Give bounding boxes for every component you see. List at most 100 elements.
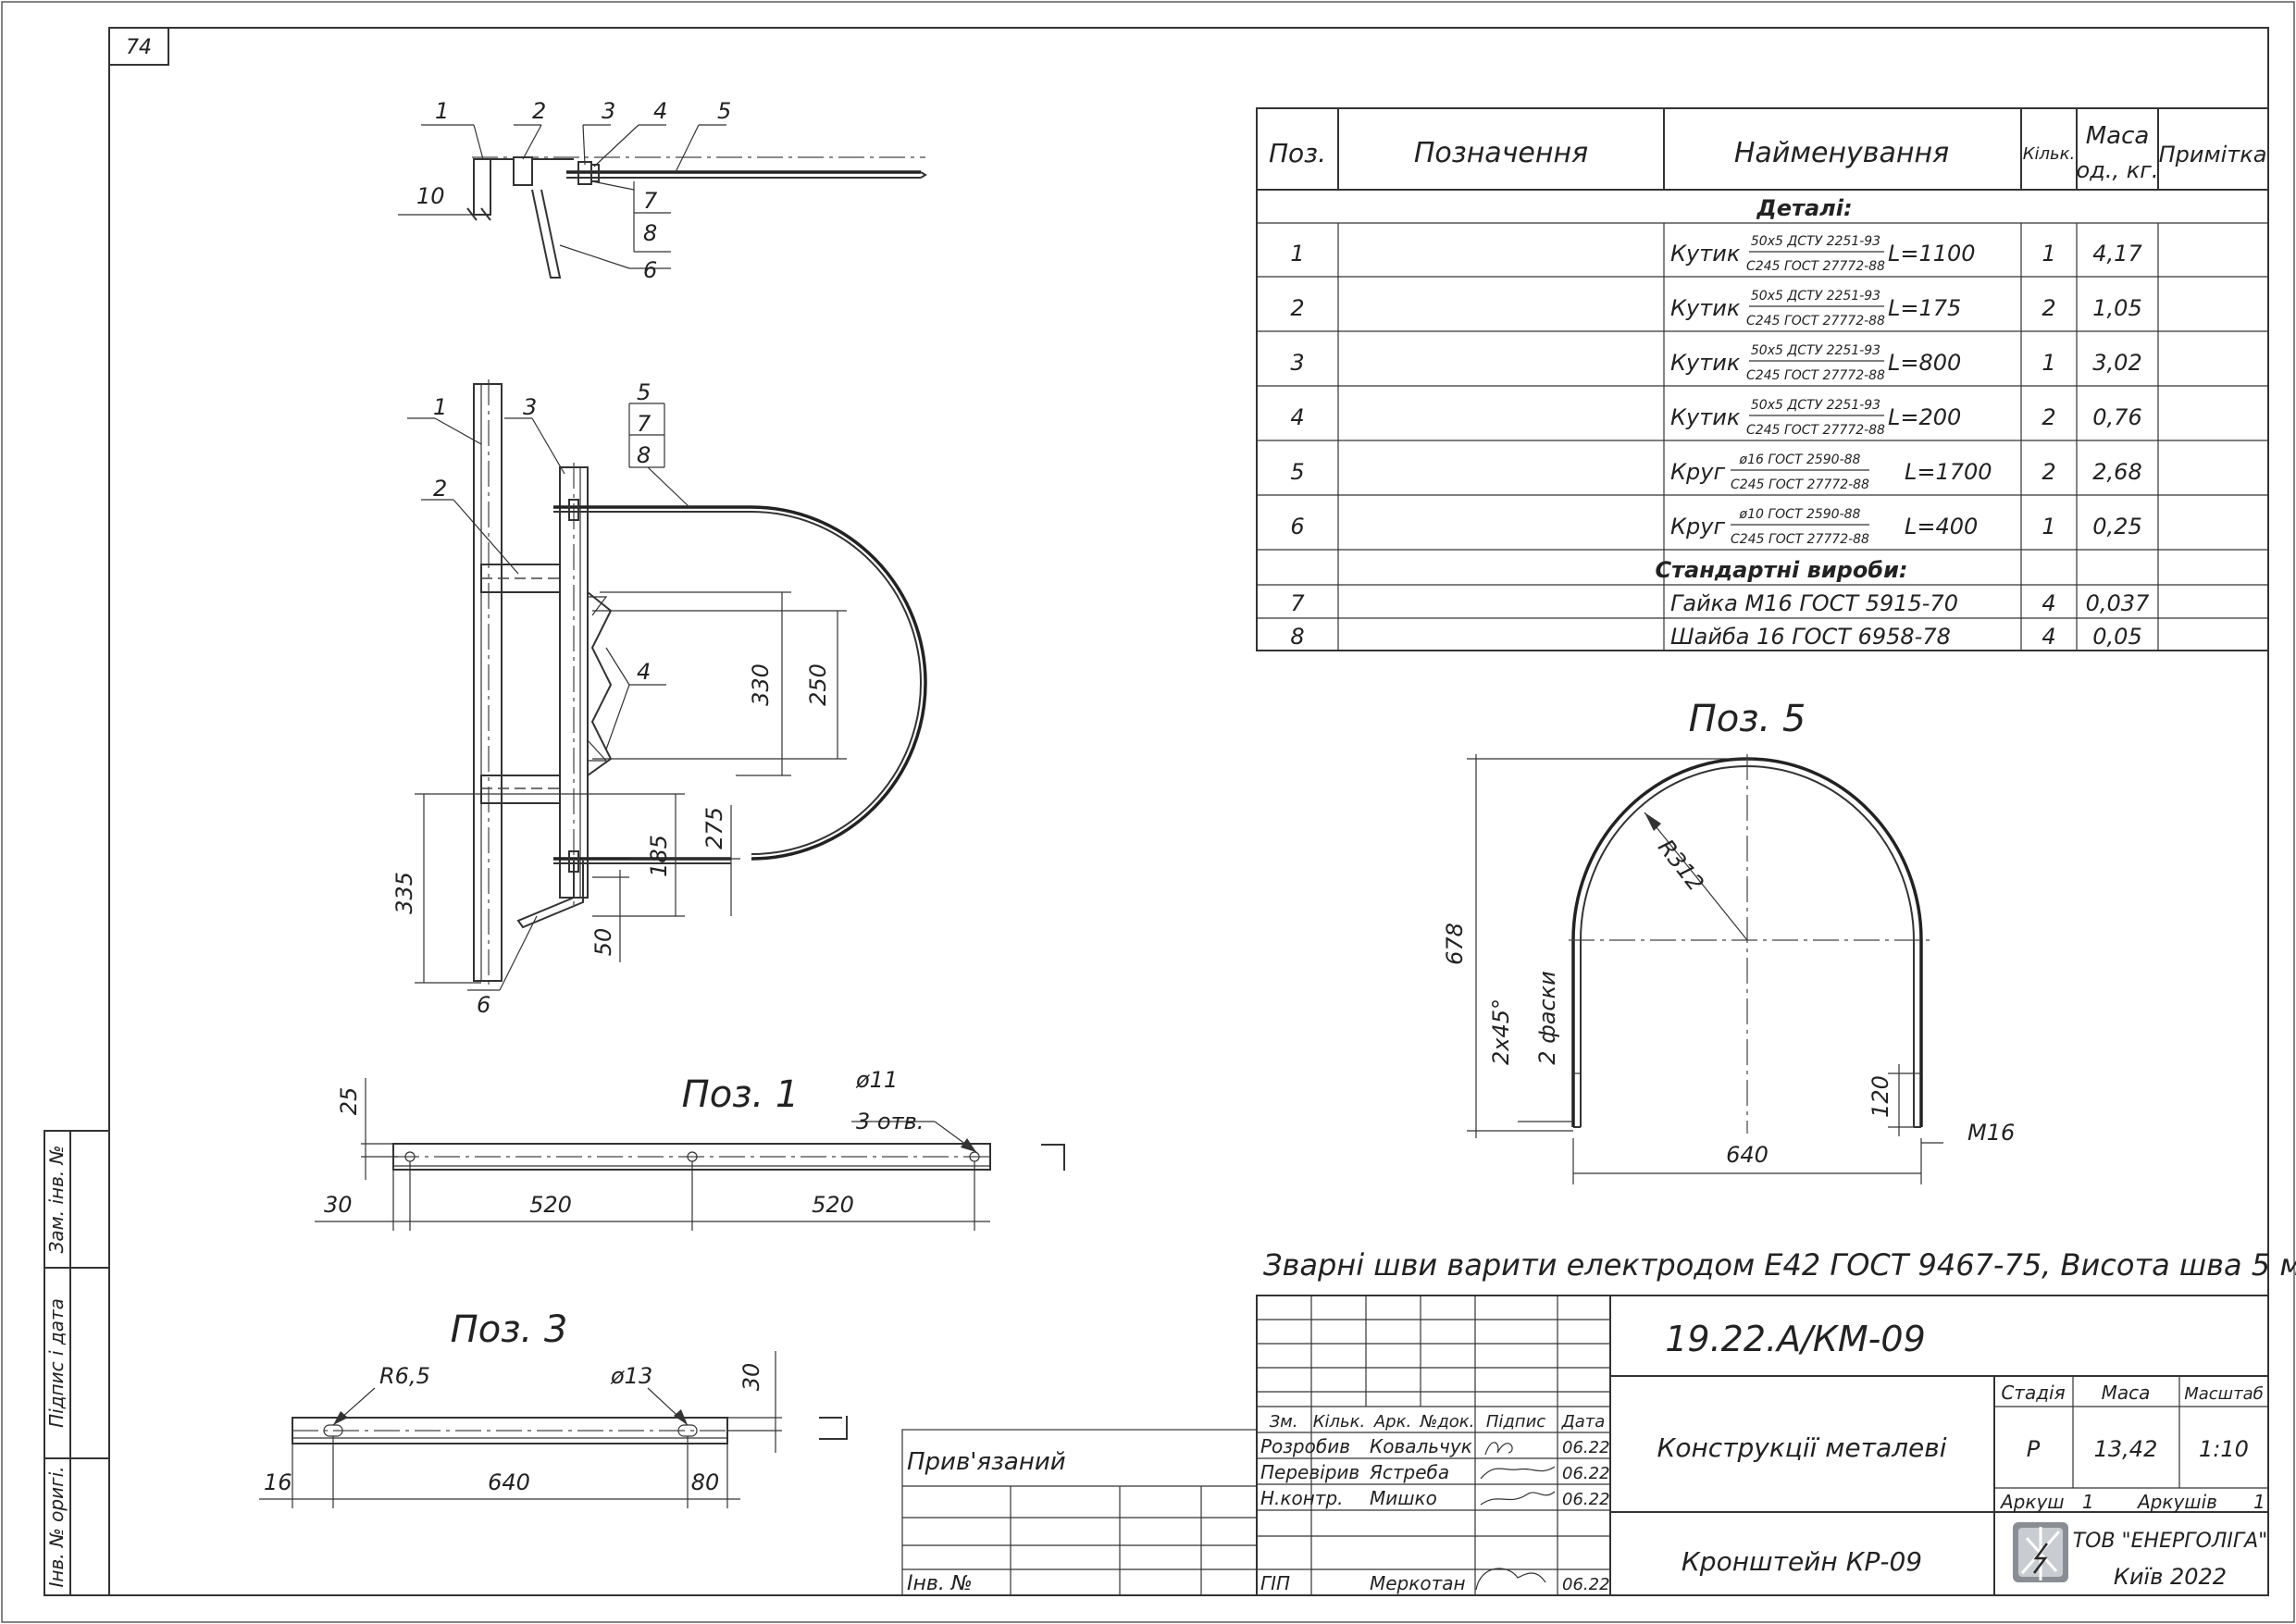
scale-value: 1:10 (2199, 1436, 2249, 1462)
row-4-steel: С245 ГОСТ 27772-88 (1746, 423, 1885, 438)
row-6-qty: 1 (2042, 514, 2055, 539)
bound-label: Прив'язаний (907, 1448, 1066, 1476)
side-label-2: 2 (433, 476, 447, 502)
poz3-dim-16: 16 (264, 1469, 292, 1495)
stage-header: Стадія (2001, 1382, 2065, 1404)
name-2: Ястреба (1369, 1461, 1449, 1483)
poz1-holes-count: 3 отв. (856, 1109, 924, 1134)
row-7-name: Гайка М16 ГОСТ 5915-70 (1670, 590, 1958, 616)
side-label-6: 6 (477, 992, 490, 1018)
side-sign-label: Підпис і дата (45, 1298, 68, 1428)
row-8-mass: 0,05 (2092, 624, 2141, 650)
col-date: Дата (1561, 1412, 1606, 1432)
mass-value: 13,42 (2094, 1436, 2158, 1462)
weld-note: Зварні шви варити електродом Е42 ГОСТ 94… (1263, 1247, 2296, 1283)
row-2-type: Кутик (1670, 295, 1741, 321)
poz5-dim-120: 120 (1868, 1075, 1893, 1118)
side-view: 1 3 2 5 7 8 4 6 330 250 275 185 335 50 (391, 379, 927, 1018)
side-label-8: 8 (637, 442, 651, 468)
th-pos: Поз. (1269, 138, 1326, 168)
poz1-title: Поз. 1 (682, 1073, 800, 1116)
signature-3 (1480, 1491, 1556, 1506)
side-orig-label: Інв. № оригі. (45, 1467, 68, 1588)
name-1: Ковальчук (1370, 1435, 1472, 1457)
sheet-number: 74 (126, 36, 152, 59)
poz5-title: Поз. 5 (1689, 698, 1806, 740)
date-4: 06.22 (1562, 1575, 1610, 1594)
row-6-profile: ø10 ГОСТ 2590-88 (1739, 507, 1861, 522)
row-8-qty: 4 (2042, 624, 2055, 650)
poz1-view: Поз. 1 25 30 520 520 ø11 3 отв. (315, 1067, 1065, 1231)
poz5-view: Поз. 5 R312 678 2х45° 2 фаски 120 М16 64… (1442, 698, 2015, 1184)
poz3-dim-640: 640 (488, 1469, 530, 1495)
top-label-6: 6 (643, 257, 657, 283)
date-3: 06.22 (1562, 1490, 1610, 1509)
row-2-qty: 2 (2042, 295, 2055, 321)
mass-header: Маса (2102, 1382, 2151, 1404)
role-2: Перевірив (1260, 1461, 1359, 1483)
date-1: 06.22 (1562, 1438, 1610, 1457)
poz3-view: Поз. 3 R6,5 ø13 30 16 640 80 (259, 1308, 848, 1508)
row-7-pos: 7 (1290, 590, 1305, 616)
th-mass-2: од., кг. (2077, 157, 2159, 183)
row-3-length: L=800 (1888, 350, 1961, 376)
th-designation: Позначення (1414, 137, 1588, 169)
row-3-type: Кутик (1670, 350, 1741, 376)
section-parts: Деталі: (1756, 195, 1852, 221)
row-5-qty: 2 (2042, 459, 2055, 485)
side-stamp: Зам. інв. № Підпис і дата Інв. № оригі. (43, 1130, 110, 1596)
row-6-steel: С245 ГОСТ 27772-88 (1731, 532, 1869, 547)
row-1-profile: 50х5 ДСТУ 2251-93 (1751, 234, 1880, 249)
role-1: Розробив (1260, 1435, 1350, 1457)
row-3-profile: 50х5 ДСТУ 2251-93 (1751, 343, 1880, 358)
sheets-no: 1 (2253, 1491, 2265, 1513)
row-7-mass: 0,037 (2086, 590, 2150, 616)
side-dim-185: 185 (646, 835, 672, 877)
side-label-7: 7 (637, 411, 652, 437)
row-6-pos: 6 (1290, 514, 1304, 539)
top-label-3: 3 (602, 98, 615, 124)
row-5-profile: ø16 ГОСТ 2590-88 (1739, 452, 1861, 467)
row-1-steel: С245 ГОСТ 27772-88 (1746, 259, 1885, 274)
side-dim-335: 335 (391, 872, 417, 914)
signature-4 (1475, 1568, 1546, 1591)
signature-2 (1480, 1466, 1556, 1480)
poz5-height: 678 (1442, 923, 1468, 965)
col-doc: №док. (1420, 1412, 1475, 1432)
row-3-mass: 3,02 (2092, 350, 2141, 376)
sheet-no: 1 (2082, 1491, 2094, 1513)
row-5-steel: С245 ГОСТ 27772-88 (1731, 477, 1869, 492)
stage-value: Р (2027, 1436, 2041, 1462)
name-3: Мишко (1370, 1487, 1437, 1509)
name-4: Меркотан (1370, 1572, 1466, 1594)
row-5-pos: 5 (1290, 459, 1304, 485)
th-note: Примітка (2159, 142, 2267, 167)
poz1-dim-520b: 520 (812, 1192, 854, 1218)
row-1-mass: 4,17 (2092, 241, 2142, 267)
side-label-5: 5 (637, 379, 651, 405)
poz5-thread: М16 (1967, 1120, 2015, 1146)
row-1-type: Кутик (1670, 241, 1741, 267)
project-title: Конструкції металеві (1657, 1432, 1946, 1463)
row-8-name: Шайба 16 ГОСТ 6958-78 (1670, 624, 1951, 650)
top-label-4: 4 (653, 98, 667, 124)
side-dim-250: 250 (805, 663, 831, 706)
section-std: Стандартні вироби: (1656, 557, 1908, 583)
side-dim-330: 330 (748, 663, 774, 706)
sheet-number-box (108, 27, 169, 66)
poz3-dim-30: 30 (738, 1363, 764, 1392)
top-label-7: 7 (643, 188, 658, 214)
sheets-label: Аркушів (2136, 1491, 2217, 1513)
side-label-3: 3 (523, 394, 537, 420)
col-ark: Арк. (1373, 1412, 1411, 1432)
poz3-radius: R6,5 (379, 1363, 430, 1389)
side-dim-275: 275 (701, 807, 727, 849)
row-2-pos: 2 (1290, 295, 1304, 321)
row-5-type: Круг (1670, 459, 1725, 485)
scale-header: Масштаб (2184, 1384, 2264, 1404)
side-label-1: 1 (433, 394, 447, 420)
poz5-chamfer: 2х45° (1488, 998, 1514, 1065)
top-label-5: 5 (717, 98, 731, 124)
row-2-profile: 50х5 ДСТУ 2251-93 (1751, 289, 1880, 304)
